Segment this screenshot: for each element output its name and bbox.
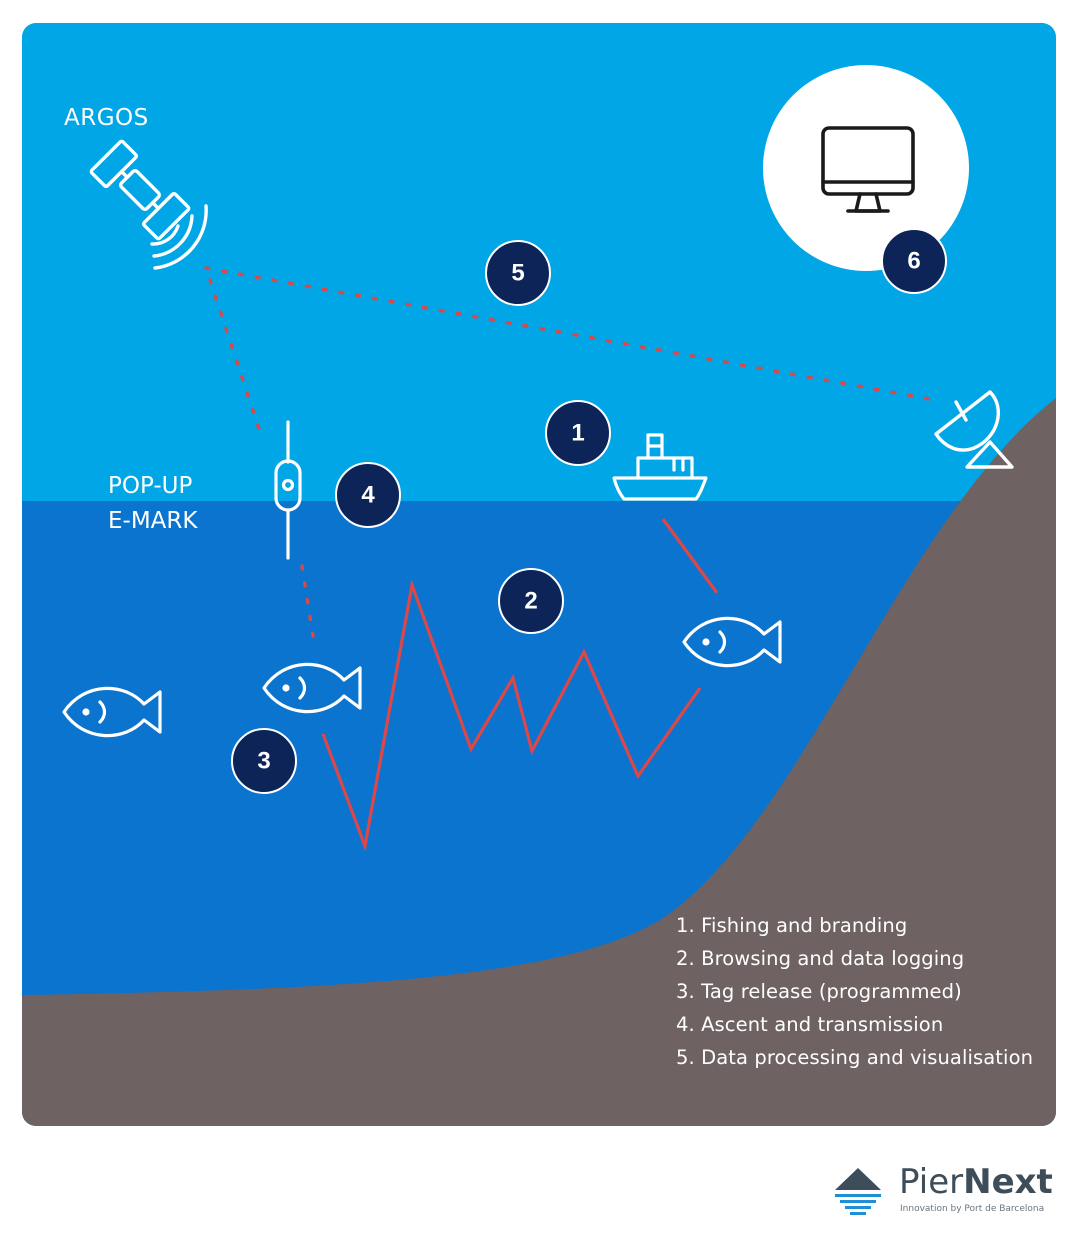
link-satellite-to-station [204,266,937,402]
link-tag-to-fish [300,564,315,638]
link-satellite-to-tag [208,278,264,440]
svg-text:5: 5 [511,260,524,287]
piernext-logo-icon [835,1168,881,1215]
legend-item-2: 2. Browsing and data logging [676,947,965,970]
svg-text:4: 4 [361,482,375,509]
brand-block: PierNext Innovation by Port de Barcelona [834,1162,1054,1222]
ship-icon [612,433,708,501]
monitor-icon [821,126,915,213]
legend-item-5: 5. Data processing and visualisation [676,1046,1034,1069]
seabed-land [22,398,1056,1126]
popup-tag-icon [274,420,302,560]
fish-icon-left [62,686,162,738]
dive-trail [321,578,702,853]
satellite-icon [89,139,208,270]
fish-icon-right [682,616,782,668]
step-marker-2: 2 [498,568,564,634]
step-marker-4: 4 [335,462,401,528]
monitor-circle [763,65,969,271]
step-marker-5: 5 [485,240,551,306]
svg-text:2: 2 [524,588,537,615]
step-marker-3: 3 [231,728,297,794]
svg-text:3: 3 [257,748,270,775]
legend-list: 1. Fishing and branding 2. Browsing and … [676,912,1033,1077]
transmission-lines [204,266,937,638]
step-marker-6: 6 [881,228,947,294]
popup-label-line1: POP-UP [108,473,192,499]
fish-icon-tagged [262,662,362,714]
legend-item-1: 1. Fishing and branding [676,914,908,937]
legend-item-3: 3. Tag release (programmed) [676,980,962,1003]
svg-text:6: 6 [907,248,920,275]
brand-name: PierNext [899,1162,1053,1202]
argos-label: ARGOS [64,105,149,131]
brand-tagline: Innovation by Port de Barcelona [900,1204,1045,1214]
popup-label-line2: E-MARK [108,508,198,534]
step-marker-1: 1 [545,400,611,466]
legend-item-4: 4. Ascent and transmission [676,1013,944,1036]
ground-station-icon [934,390,1014,469]
svg-text:1: 1 [571,420,584,447]
capture-line [661,518,719,594]
